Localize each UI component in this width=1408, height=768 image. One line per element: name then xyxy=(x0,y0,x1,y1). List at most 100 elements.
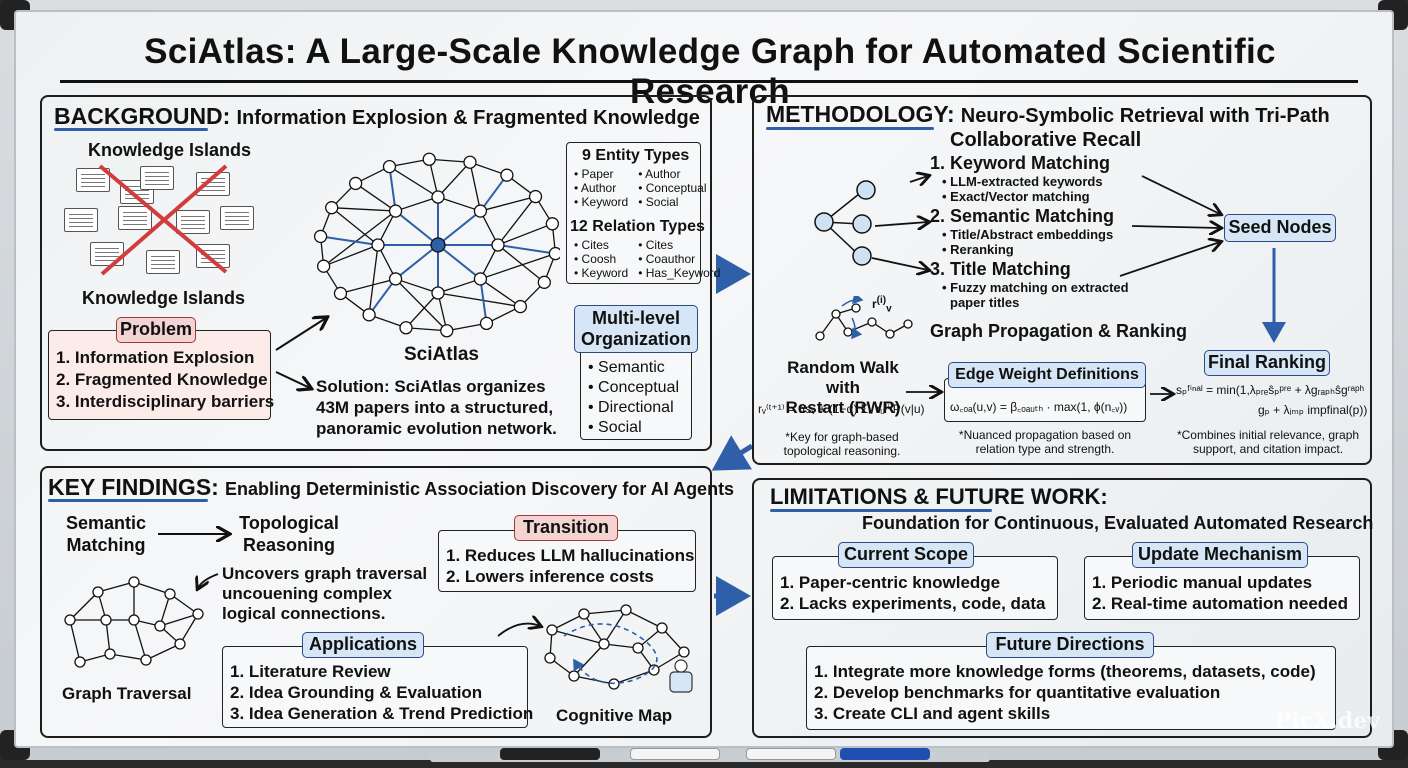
multilevel-item: • Semantic xyxy=(588,359,665,376)
entity-type: • Social xyxy=(638,195,679,209)
entity-types-title: 9 Entity Types xyxy=(582,147,690,164)
methodology-subheading: Neuro-Symbolic Retrieval with Tri-Path xyxy=(960,105,1330,127)
entity-types-list: • Paper • Author • Author • Conceptual •… xyxy=(574,167,706,209)
final-ranking-formula: sₚᶠⁱⁿᵃˡ = min(1,λₚᵣₑŝₚᵖʳᵉ + λgᵣₐₚₕŝgʳᵃᵖʰ… xyxy=(1176,380,1367,420)
graph-node xyxy=(104,648,116,660)
multilevel-item: • Directional xyxy=(588,399,674,416)
applications-label: Applications xyxy=(302,632,424,658)
graph-edge xyxy=(479,174,508,212)
graph-node xyxy=(174,638,186,650)
uncovers-line: uncouening complex xyxy=(222,584,393,603)
graph-edge xyxy=(169,593,199,615)
graph-edge xyxy=(437,161,471,198)
findings-heading: KEY FINDINGS: xyxy=(48,474,219,500)
relation-type: • Coosh xyxy=(574,252,617,266)
findings-subheading: Enabling Deterministic Association Disco… xyxy=(224,479,735,499)
applications-box xyxy=(222,646,528,728)
graph-edge xyxy=(469,162,482,212)
graph-edge xyxy=(497,223,553,246)
multilevel-list: • Semantic • Conceptual • Directional • … xyxy=(588,358,679,438)
problem-list: 1. Information Explosion 2. Fragmented K… xyxy=(56,347,274,413)
rv-label: r(i)v xyxy=(872,295,892,314)
scope-item: 2. Lacks experiments, code, data xyxy=(780,594,1046,613)
graph-edge xyxy=(389,166,439,198)
transition-list: 1. Reduces LLM hallucinations 2. Lowers … xyxy=(446,545,694,587)
background-header: BACKGROUND: Information Explosion & Frag… xyxy=(54,103,700,130)
entity-type: • Paper xyxy=(574,167,614,181)
graph-edge xyxy=(105,619,111,655)
methodology-subheading: Collaborative Recall xyxy=(950,129,1142,151)
limitations-heading: LIMITATIONS & FUTURE WORK: xyxy=(770,484,1108,509)
graph-node xyxy=(431,286,445,300)
marker-pen[interactable] xyxy=(630,748,720,760)
graph-edge xyxy=(395,278,448,332)
graph-node xyxy=(491,238,505,252)
methodology-heading: METHODOLOGY: xyxy=(766,101,955,127)
graph-edge xyxy=(368,244,379,315)
knowledge-islands-label: Knowledge Islands xyxy=(88,140,252,160)
future-directions-list: 1. Integrate more knowledge forms (theor… xyxy=(814,661,1316,724)
edge-weight-note: *Nuanced propagation based on relation t… xyxy=(944,428,1146,456)
application-item: 3. Idea Generation & Trend Prediction xyxy=(230,704,534,723)
rwr-title: Random Walk with Restart (RWR) xyxy=(768,358,918,418)
graph-edge xyxy=(109,653,147,661)
graph-edge xyxy=(479,278,488,324)
graph-edge xyxy=(437,244,482,280)
graph-node xyxy=(316,259,331,273)
graph-node xyxy=(154,620,166,632)
graph-node xyxy=(140,654,152,666)
relation-type: • Has_Keyword xyxy=(638,266,721,280)
graph-edge xyxy=(340,278,396,295)
multilevel-item: • Social xyxy=(588,419,642,436)
marker-pen[interactable] xyxy=(840,748,930,760)
topological-reasoning-label: Topological Reasoning xyxy=(234,512,344,556)
graph-node xyxy=(537,275,551,289)
graph-edge xyxy=(583,613,605,645)
relation-types-list: • Cites • Cites • Coosh • Coauthor • Key… xyxy=(574,238,720,280)
transition-label: Transition xyxy=(514,515,618,541)
heading-underline xyxy=(766,127,934,130)
current-scope-list: 1. Paper-centric knowledge 2. Lacks expe… xyxy=(780,572,1046,614)
graph-edge xyxy=(355,182,396,212)
graph-node xyxy=(382,159,397,174)
marker-pen[interactable] xyxy=(500,748,600,760)
final-note-line: support, and citation impact. xyxy=(1192,442,1344,456)
knowledge-islands-label: Knowledge Islands xyxy=(82,288,246,308)
graph-node xyxy=(348,176,363,191)
graph-edge xyxy=(497,244,556,255)
multilevel-title-line: Organization xyxy=(580,329,691,349)
graph-edge xyxy=(603,609,627,645)
entity-type: • Author xyxy=(638,167,681,181)
graph-node xyxy=(313,229,328,244)
rv-sup: (i) xyxy=(876,295,887,306)
graph-edge xyxy=(145,643,181,661)
relation-types-title: 12 Relation Types xyxy=(570,218,705,235)
final-ranking-note: *Combines initial relevance, graph suppo… xyxy=(1166,428,1370,456)
final-formula-line: gₚ + λᵢₘₚ impfinal(p)) xyxy=(1258,403,1368,417)
final-note-line: *Combines initial relevance, graph xyxy=(1176,428,1360,442)
future-directions-box xyxy=(806,646,1336,730)
topological-line: Topological xyxy=(239,513,339,533)
graph-node xyxy=(656,622,668,634)
marker-pen[interactable] xyxy=(746,748,836,760)
graph-edge xyxy=(405,292,439,329)
final-formula-line: sₚᶠⁱⁿᵃˡ = min(1,λₚᵣₑŝₚᵖʳᵉ + λgᵣₐₚₕŝgʳᵃᵖʰ xyxy=(1176,383,1365,397)
graph-edge xyxy=(480,252,556,280)
path-detail: • LLM-extracted keywords xyxy=(942,174,1103,189)
graph-edge xyxy=(395,196,439,212)
graph-edge xyxy=(551,629,605,645)
graph-edge xyxy=(429,158,471,163)
watermark: PicX.dev xyxy=(1274,708,1380,734)
graph-edge xyxy=(551,613,585,631)
background-subheading: Information Explosion & Fragmented Knowl… xyxy=(236,107,700,129)
graph-node xyxy=(92,586,104,598)
graph-node xyxy=(473,204,488,218)
path-detail: • Title/Abstract embeddings xyxy=(942,227,1114,242)
problem-item: 2. Fragmented Knowledge xyxy=(56,370,268,389)
graph-node xyxy=(371,238,385,252)
rwr-title-line: Restart (RWR) xyxy=(785,398,901,417)
graph-node xyxy=(473,272,488,286)
problem-item: 3. Interdisciplinary barriers xyxy=(56,392,275,411)
types-box xyxy=(566,142,701,284)
path-detail: paper titles xyxy=(950,295,1020,310)
